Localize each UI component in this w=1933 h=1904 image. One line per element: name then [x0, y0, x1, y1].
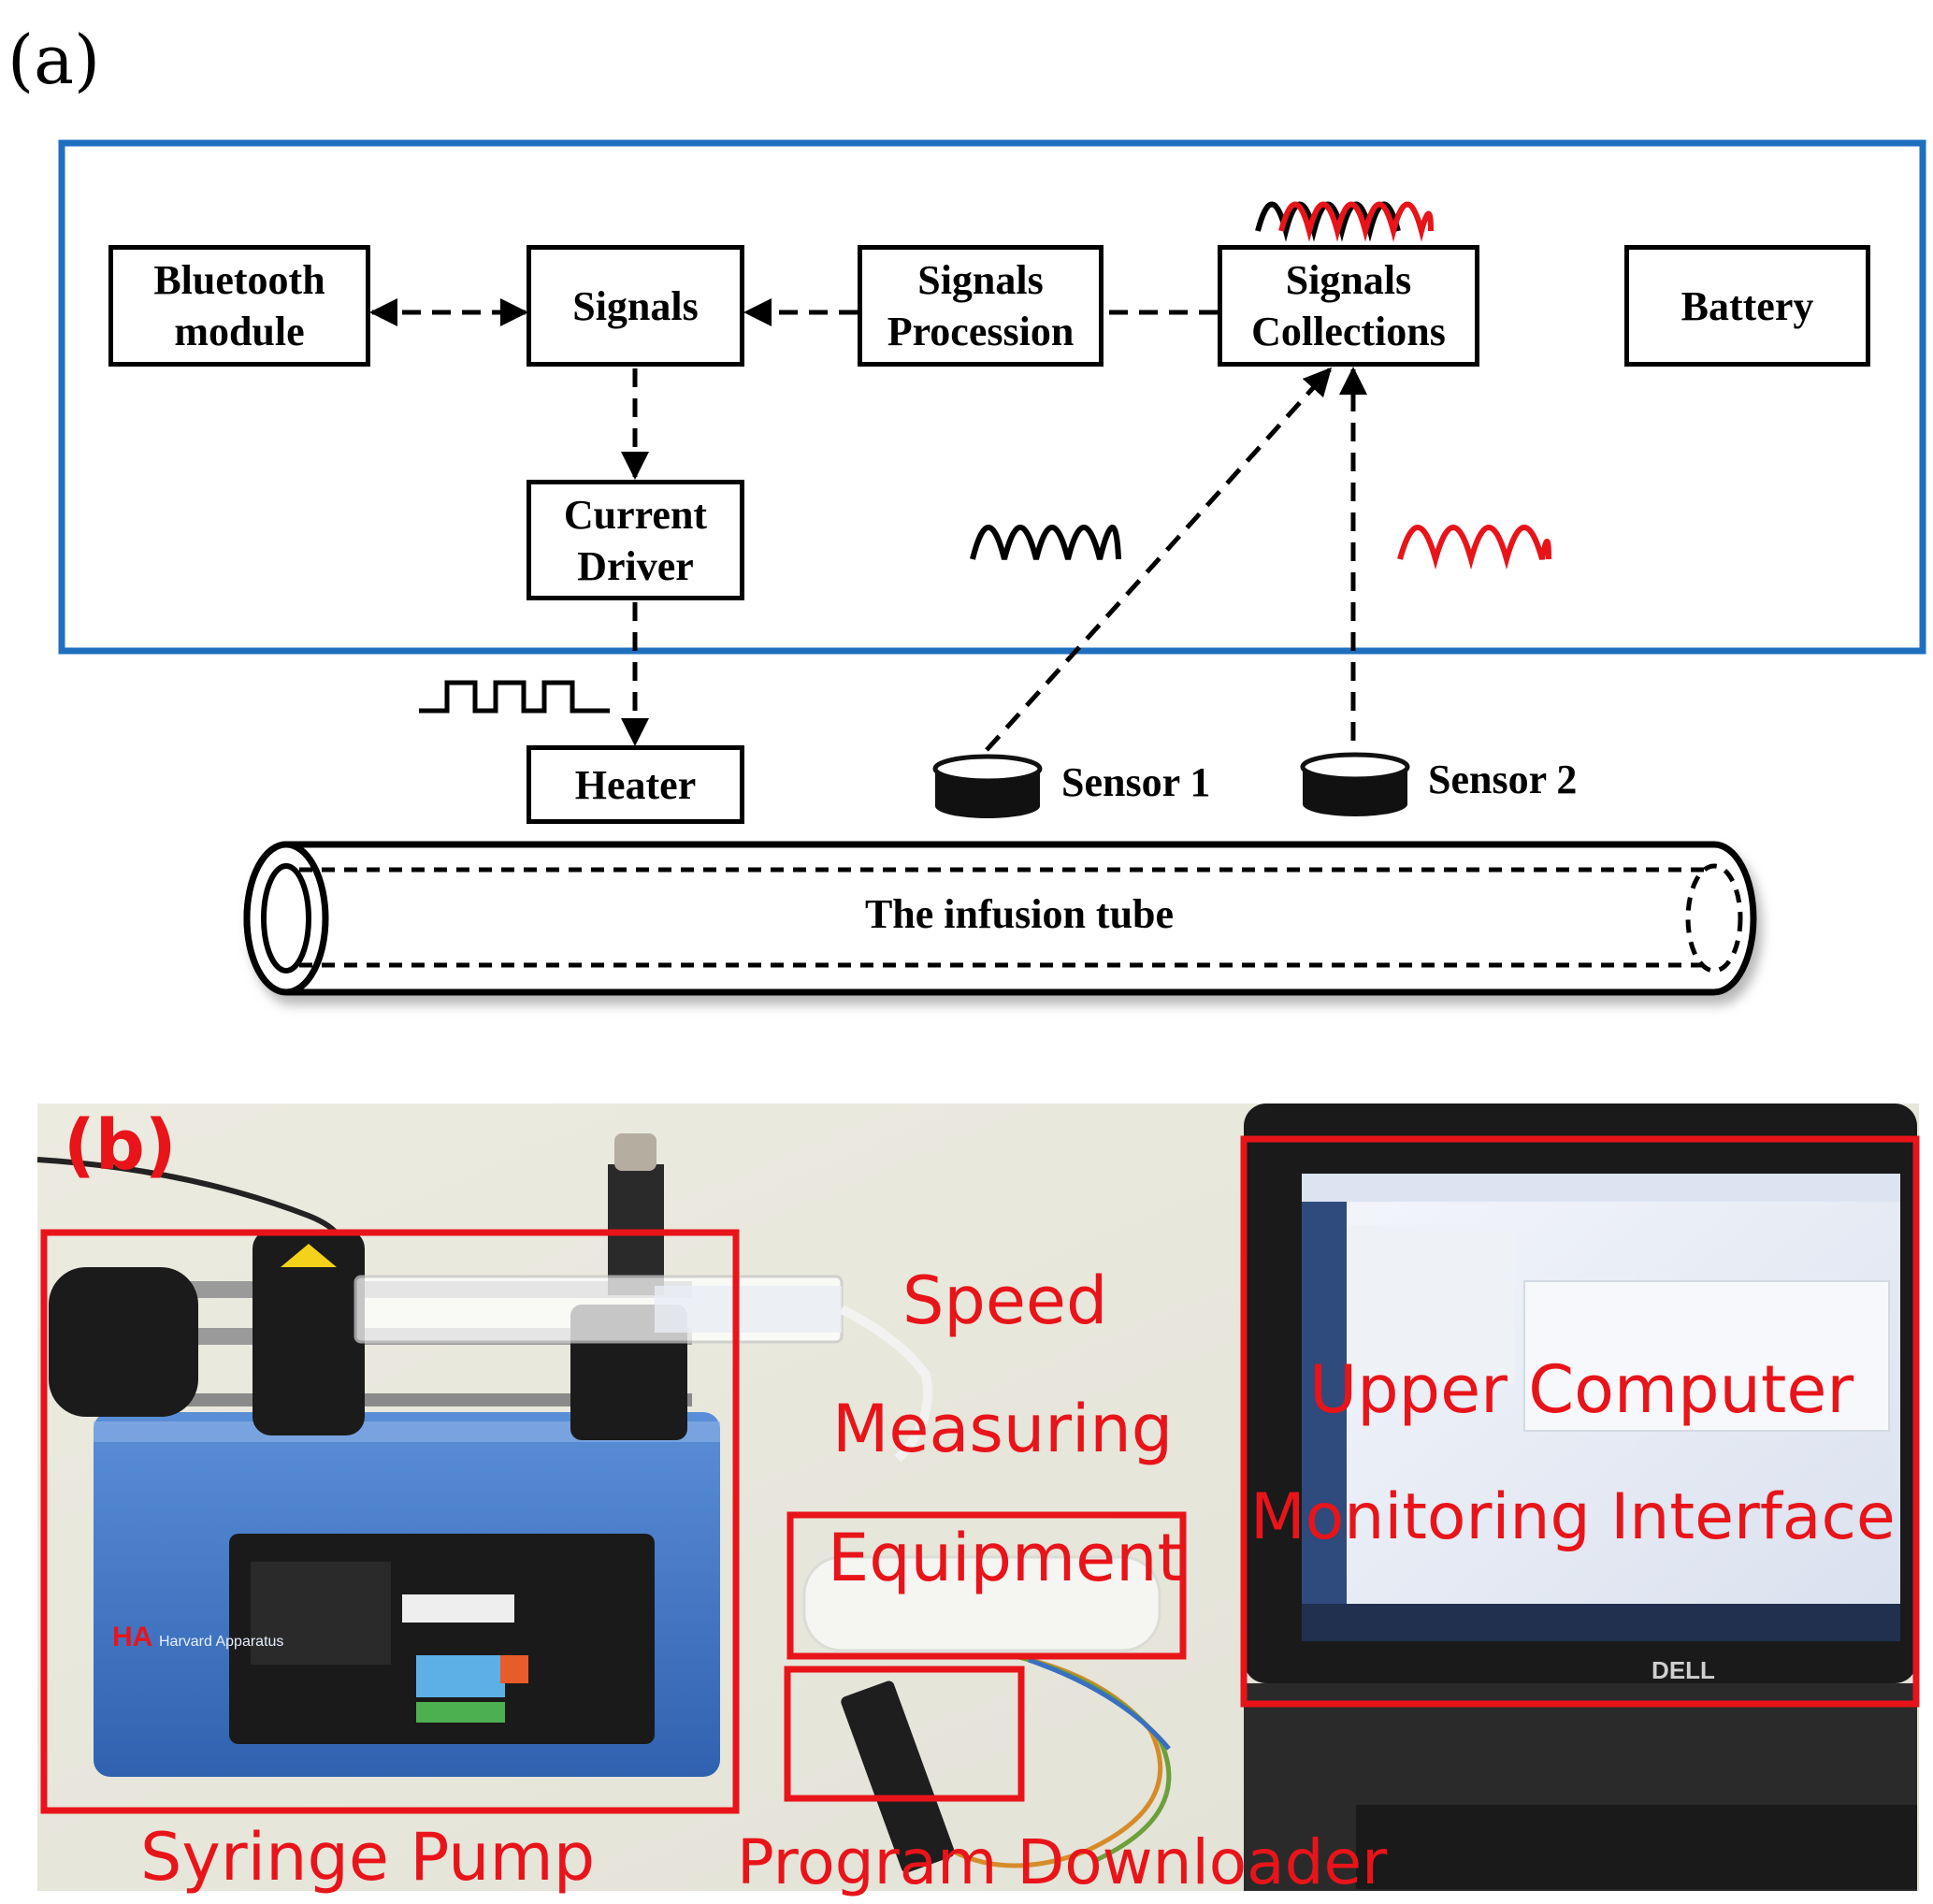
- current-driver-block: Current Driver: [527, 480, 744, 600]
- sensor2-icon: [1300, 752, 1410, 816]
- pump-brand-text: Harvard Apparatus: [159, 1634, 283, 1650]
- battery-label: Battery: [1681, 282, 1814, 329]
- bluetooth-module-label: Bluetooth module: [153, 257, 325, 354]
- signals-collections-label: Signals Collections: [1251, 257, 1446, 354]
- heater-label: Heater: [574, 761, 697, 808]
- laptop-brand-text: DELL: [1652, 1656, 1715, 1684]
- sensor1-icon: [932, 754, 1043, 818]
- battery-block: Battery: [1624, 245, 1870, 367]
- syringe-pump-label: Syringe Pump: [140, 1819, 596, 1896]
- signals-collections-block: Signals Collections: [1218, 245, 1479, 367]
- collections-wave-red-icon: [1278, 201, 1434, 242]
- tube-end-inner: [261, 863, 311, 974]
- laptop-device: DELL: [1244, 1103, 1917, 1891]
- panel-a-label: (a): [7, 21, 101, 99]
- sensor2-label: Sensor 2: [1428, 757, 1578, 802]
- measuring-label: Measuring: [832, 1391, 1174, 1467]
- upper-computer-label: Upper Computer: [1309, 1351, 1854, 1428]
- signals-procession-label: Signals Procession: [887, 257, 1075, 354]
- syringe-pump-device: HA Harvard Apparatus: [49, 1133, 932, 1777]
- syringe-pump-frame: [40, 1229, 740, 1814]
- speed-label: Speed: [902, 1262, 1108, 1339]
- program-downloader-device: [841, 1652, 1172, 1873]
- pulse-signal-icon: [419, 680, 610, 714]
- bluetooth-module-block: Bluetooth module: [108, 245, 370, 367]
- equipment-label: Equipment: [828, 1520, 1183, 1596]
- monitoring-interface-label: Monitoring Interface: [1250, 1480, 1896, 1554]
- sensor2-wave-icon: [1397, 525, 1551, 570]
- signals-label: Signals: [572, 282, 699, 329]
- speed-measuring-device: [802, 1555, 1161, 1652]
- sensor1-label: Sensor 1: [1061, 759, 1211, 805]
- heater-block: Heater: [527, 745, 744, 824]
- panel-b-label: (b): [64, 1105, 177, 1186]
- system-frame: [58, 139, 1926, 655]
- svg-text:HA: HA: [112, 1622, 152, 1652]
- signals-block: Signals: [527, 245, 744, 367]
- sensor1-wave-icon: [970, 525, 1121, 560]
- upper-computer-frame: [1240, 1135, 1920, 1708]
- equipment-frame: [786, 1511, 1187, 1660]
- tube-far-end-dashed: [1685, 863, 1743, 974]
- signals-procession-block: Signals Procession: [858, 245, 1104, 367]
- infusion-tube-label: The infusion tube: [864, 891, 1175, 937]
- current-driver-label: Current Driver: [563, 491, 708, 589]
- program-downloader-frame: [784, 1666, 1025, 1802]
- block-diagram-lines: [58, 139, 1926, 996]
- link-sensor1-collections: [985, 367, 1333, 752]
- program-downloader-label: Program Downloader: [737, 1826, 1388, 1898]
